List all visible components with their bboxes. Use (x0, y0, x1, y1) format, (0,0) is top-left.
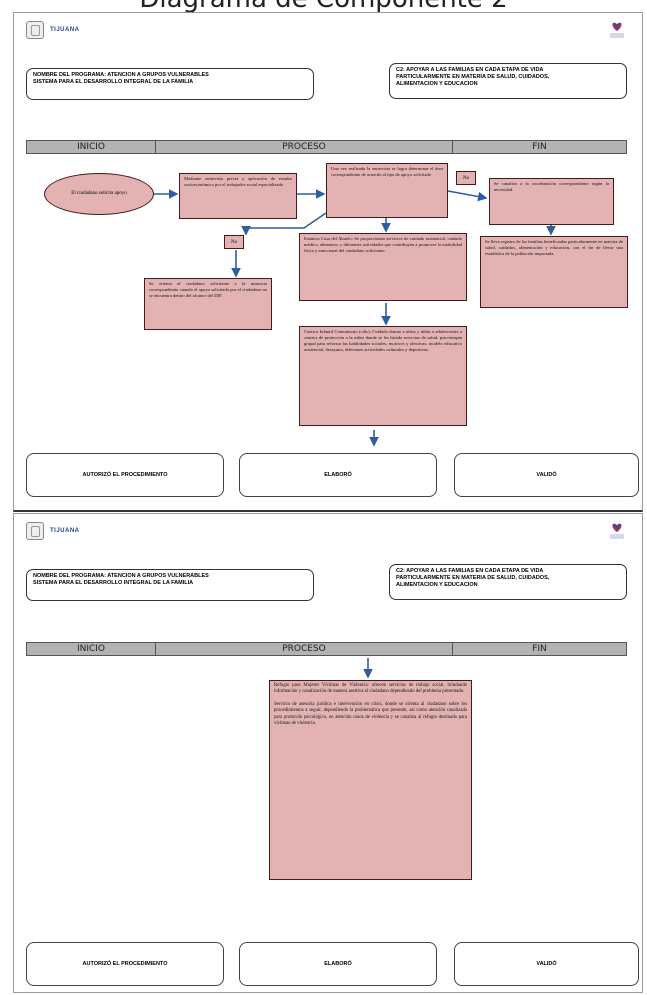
diagram-title: Diagrama de Componente 2 (0, 0, 647, 14)
cic-box: Centros Infantil Comunitario (cdic): Cui… (299, 326, 467, 426)
phase-inicio: INICIO (27, 141, 156, 153)
validated-box: VALIDÓ (454, 453, 639, 497)
phase-proceso: PROCESO (156, 141, 453, 153)
registro-box: Se lleva registro de las familias benefi… (480, 236, 628, 308)
tijuana-logo: TIJUANA (26, 21, 80, 39)
diagram-page-1: TIJUANA NOMBRE DEL PROGRAMA: ATENCION A … (13, 12, 643, 512)
logo-text: TIJUANA (50, 528, 80, 534)
program-name-box: NOMBRE DEL PROGRAMA: ATENCION A GRUPOS V… (26, 569, 314, 601)
phase-fin: FIN (532, 644, 547, 654)
authorized-box: AUTORIZÓ EL PROCEDIMIENTO (26, 942, 224, 986)
component-box: C2: APOYAR A LAS FAMILIAS EN CADA ETAPA … (389, 63, 627, 99)
diagram-page-2: TIJUANA NOMBRE DEL PROGRAMA: ATENCION A … (13, 513, 643, 993)
dif-heart-logo-icon (610, 22, 624, 38)
asesoria-text: Servicio de asesoría jurídica e interven… (274, 701, 467, 727)
program-name-box: NOMBRE DEL PROGRAMA: ATENCION A GRUPOS V… (26, 68, 314, 100)
city-seal-icon (26, 522, 44, 540)
component-line: PARTICULARMENTE EN MATERIA DE SALUD, CUI… (396, 575, 550, 581)
city-seal-icon (26, 21, 44, 39)
refugio-box: Refugio para Mujeres Víctimas de Violenc… (269, 680, 472, 880)
component-line: ALIMENTACION Y EDUCACION (396, 81, 478, 87)
program-line: SISTEMA PARA EL DESARROLLO INTEGRAL DE L… (33, 79, 194, 85)
refugio-text: Refugio para Mujeres Víctimas de Violenc… (274, 683, 467, 695)
validated-box: VALIDÓ (454, 942, 639, 986)
determine-area-box: Una vez realizada la entrevista se logra… (326, 163, 448, 218)
component-line: ALIMENTACION Y EDUCACION (396, 582, 478, 588)
program-line: SISTEMA PARA EL DESARROLLO INTEGRAL DE L… (33, 580, 194, 586)
logo-text: TIJUANA (50, 27, 80, 33)
canaliza-box: Se canaliza a la coordinación correspond… (489, 178, 614, 225)
phase-bar: INICIO PROCESO FIN (26, 642, 627, 656)
prepared-box: ELABORÓ (239, 942, 437, 986)
tijuana-logo: TIJUANA (26, 522, 80, 540)
casa-abuelo-box: Estancia Casa del Abuelo: Se proporciona… (299, 233, 467, 301)
start-ellipse: El ciudadano solicita apoyo (44, 173, 154, 215)
phase-bar: INICIO PROCESO FIN (26, 140, 627, 154)
authorized-box: AUTORIZÓ EL PROCEDIMIENTO (26, 453, 224, 497)
component-line: C2: APOYAR A LAS FAMILIAS EN CADA ETAPA … (396, 568, 544, 574)
program-line: NOMBRE DEL PROGRAMA: ATENCION A GRUPOS V… (33, 573, 209, 579)
phase-proceso: PROCESO (156, 643, 453, 655)
phase-fin: FIN (532, 142, 547, 152)
phase-inicio: INICIO (27, 643, 156, 655)
component-box: C2: APOYAR A LAS FAMILIAS EN CADA ETAPA … (389, 564, 627, 600)
no-label-right: No (456, 171, 476, 185)
component-line: PARTICULARMENTE EN MATERIA DE SALUD, CUI… (396, 74, 550, 80)
redirect-box: Se orienta al ciudadano solicitante a la… (144, 278, 272, 330)
prepared-box: ELABORÓ (239, 453, 437, 497)
component-line: C2: APOYAR A LAS FAMILIAS EN CADA ETAPA … (396, 67, 544, 73)
interview-box: Mediante entrevista previa y aplicación … (179, 173, 297, 219)
dif-heart-logo-icon (610, 523, 624, 539)
no-label-left: No (224, 235, 244, 249)
program-line: NOMBRE DEL PROGRAMA: ATENCION A GRUPOS V… (33, 72, 209, 78)
